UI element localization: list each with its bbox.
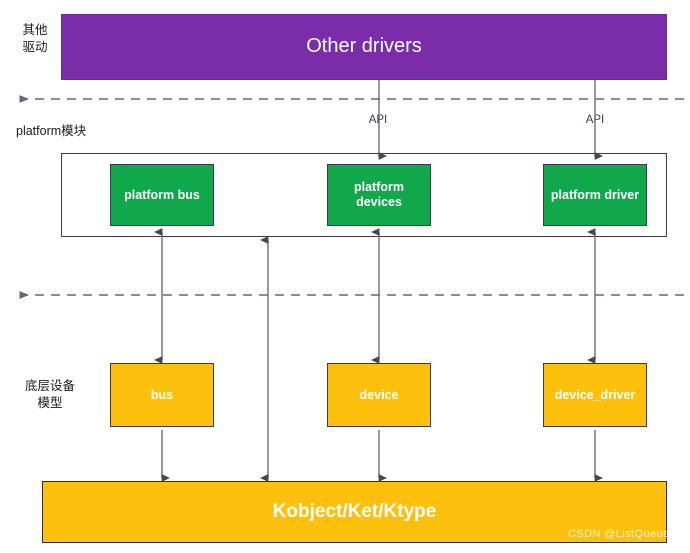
other-drivers-label: 其他 驱动 (22, 23, 48, 54)
platform-module-container (61, 153, 667, 237)
api-label-left: API (368, 114, 388, 126)
device-model-label: 底层设备 模型 (24, 379, 75, 410)
other-drivers-bar[interactable]: Other drivers (61, 14, 667, 80)
api-label-right: API (585, 114, 605, 126)
device-driver-box[interactable]: device_driver (543, 363, 647, 427)
bus-box[interactable]: bus (110, 363, 214, 427)
platform-module-label: platform模块 (16, 124, 87, 138)
platform-bus-box[interactable]: platform bus (110, 164, 214, 226)
platform-driver-box[interactable]: platform driver (543, 164, 647, 226)
kobject-bar[interactable]: Kobject/Ket/Ktype (42, 481, 667, 543)
csdn-watermark: CSDN @ListQueue (568, 528, 670, 540)
device-box[interactable]: device (327, 363, 431, 427)
platform-devices-box[interactable]: platform devices (327, 164, 431, 226)
